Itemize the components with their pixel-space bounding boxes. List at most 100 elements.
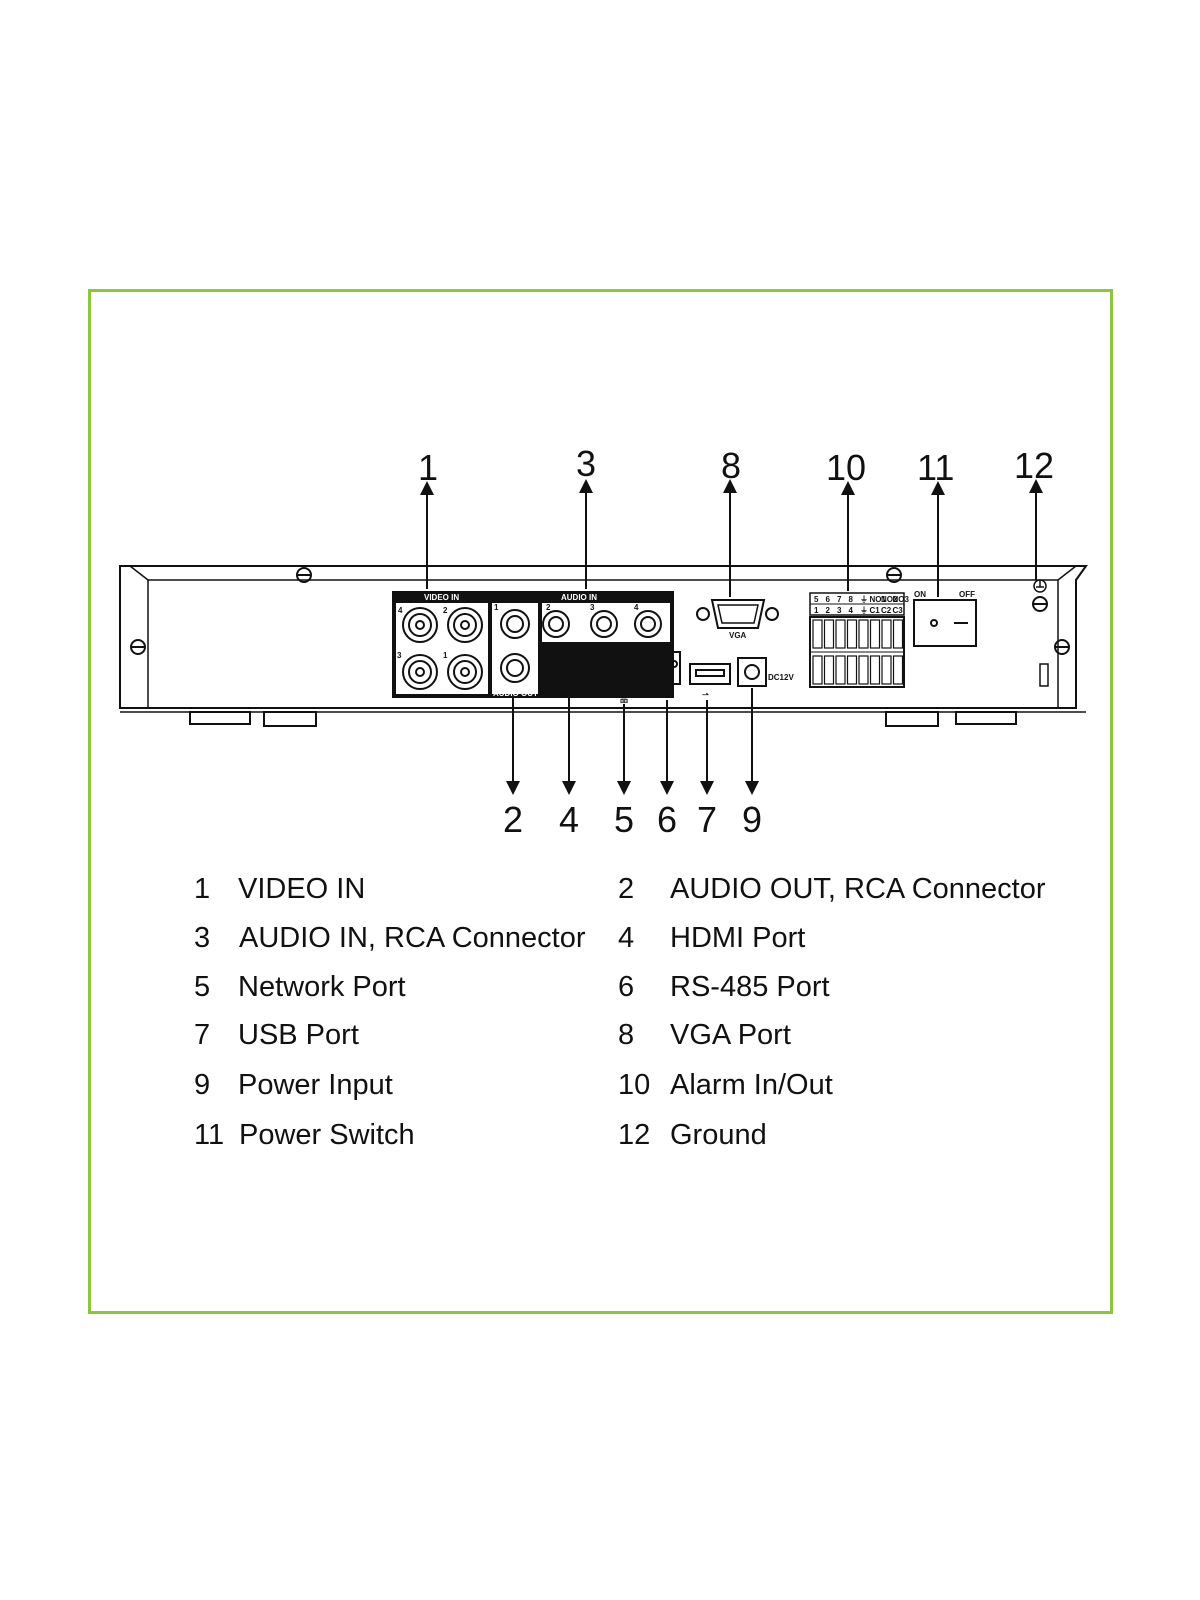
video-audio-block: VIDEO IN AUDIO IN AUDIO OUT 4 2 3 1 1 2 … — [392, 591, 674, 698]
callout-11: 11 — [917, 447, 954, 488]
video-ch-label: 3 — [397, 651, 402, 660]
audio-ch-label: 1 — [494, 603, 499, 612]
alarm-terminal — [858, 655, 869, 685]
legend-label: Ground — [670, 1119, 767, 1151]
legend-number: 10 — [618, 1069, 651, 1101]
legend-number: 7 — [194, 1019, 211, 1051]
callout-4: 4 — [559, 799, 579, 840]
diagram-frame — [88, 289, 1113, 1314]
alarm-terminal — [892, 619, 904, 649]
alarm-terminal — [846, 619, 858, 649]
callout-12: 12 — [1014, 445, 1054, 486]
alarm-terminal — [869, 655, 881, 685]
network-port: 品 — [601, 645, 653, 704]
usb-icon: ⇀ — [702, 690, 709, 699]
audio-ch-label: 4 — [634, 603, 639, 612]
network-icon: 品 — [620, 695, 628, 704]
usb-port: ⇀ — [689, 663, 731, 699]
callout-2: 2 — [503, 799, 523, 840]
legend-label: RS-485 Port — [670, 971, 830, 1003]
alarm-terminal — [881, 655, 892, 685]
alarm-terminal-label: ⏚ — [860, 606, 868, 615]
alarm-terminal — [846, 655, 858, 685]
rs485-label: A/B — [660, 690, 674, 699]
alarm-terminal-label: 7 — [837, 595, 842, 604]
rs485-port: A/B — [657, 651, 681, 699]
video-ch-label: 4 — [398, 606, 403, 615]
legend-number: 1 — [194, 873, 211, 905]
legend-number: 8 — [618, 1019, 635, 1051]
legend-label: USB Port — [238, 1019, 359, 1051]
alarm-terminal — [869, 619, 881, 649]
alarm-terminal — [892, 655, 904, 685]
alarm-terminal-label: 1 — [814, 606, 819, 615]
alarm-terminal-label: ⏚ — [860, 595, 868, 604]
alarm-terminal-label: 8 — [849, 595, 854, 604]
alarm-terminal — [835, 655, 846, 685]
video-in-label: VIDEO IN — [424, 593, 459, 602]
legend-number: 3 — [194, 922, 211, 954]
legend-label: Network Port — [238, 971, 406, 1003]
ground-terminal — [1033, 579, 1049, 687]
legend-label: VIDEO IN — [238, 873, 366, 905]
alarm-terminal — [858, 619, 869, 649]
bnc-connectors — [402, 607, 483, 690]
alarm-terminal-label: 4 — [849, 606, 854, 615]
alarm-terminal — [881, 619, 892, 649]
alarm-terminal-label: 6 — [826, 595, 831, 604]
video-ch-label: 1 — [443, 651, 448, 660]
legend-label: HDMI Port — [670, 922, 806, 954]
callout-6: 6 — [657, 799, 677, 840]
alarm-terminal-label: C2 — [881, 606, 892, 615]
vga-port: VGA — [696, 599, 779, 640]
legend-label: VGA Port — [670, 1019, 791, 1051]
legend-number: 11 — [194, 1119, 225, 1151]
alarm-terminal-label: NO2 — [881, 595, 898, 604]
callout-3: 3 — [576, 443, 596, 484]
audio-out-label: AUDIO OUT — [493, 689, 538, 698]
callout-1: 1 — [418, 447, 438, 488]
callout-7: 7 — [697, 799, 717, 840]
legend-number: 4 — [618, 922, 635, 954]
video-ch-label: 2 — [443, 606, 448, 615]
alarm-terminal — [812, 619, 823, 649]
alarm-terminal — [823, 655, 835, 685]
vga-label: VGA — [729, 631, 747, 640]
alarm-terminal-label: C1 — [870, 606, 881, 615]
legend-label: Power Switch — [239, 1119, 415, 1151]
audio-ch-label: 2 — [546, 603, 551, 612]
legend-number: 2 — [618, 873, 635, 905]
legend-label: Alarm In/Out — [670, 1069, 833, 1101]
alarm-terminal-label: C3 — [893, 606, 904, 615]
legend-number: 12 — [618, 1119, 651, 1151]
callout-8: 8 — [721, 445, 741, 486]
off-label: OFF — [959, 590, 975, 599]
power-input-port: DC12V — [737, 657, 794, 687]
bottom-leader-lines — [506, 688, 759, 795]
alarm-terminal — [812, 655, 823, 685]
alarm-terminal-label: 5 — [814, 595, 819, 604]
hdmi-port: HDMI — [547, 663, 591, 699]
dc-label: DC12V — [768, 673, 794, 682]
dvr-rear-panel-diagram: VIDEO IN AUDIO IN AUDIO OUT 4 2 3 1 1 2 … — [119, 443, 1088, 840]
legend-label: AUDIO IN, RCA Connector — [239, 922, 586, 954]
audio-ch-label: 3 — [590, 603, 595, 612]
alarm-terminal — [835, 619, 846, 649]
legend-number: 6 — [618, 971, 635, 1003]
legend-label: AUDIO OUT, RCA Connector — [670, 873, 1046, 905]
hdmi-label: HDMI — [554, 690, 574, 699]
legend-number: 5 — [194, 971, 211, 1003]
callout-10: 10 — [826, 447, 866, 488]
alarm-terminal — [823, 619, 835, 649]
power-switch: ON OFF — [913, 590, 977, 647]
audio-in-label: AUDIO IN — [561, 593, 597, 602]
alarm-terminal-label: NO3 — [893, 595, 910, 604]
top-leader-lines — [420, 479, 1043, 597]
callout-9: 9 — [742, 799, 762, 840]
legend-label: Power Input — [238, 1069, 393, 1101]
alarm-terminal-label: 3 — [837, 606, 842, 615]
alarm-terminal-label: 2 — [826, 606, 831, 615]
legend-number: 9 — [194, 1069, 211, 1101]
alarm-terminal-label: NO1 — [870, 595, 887, 604]
